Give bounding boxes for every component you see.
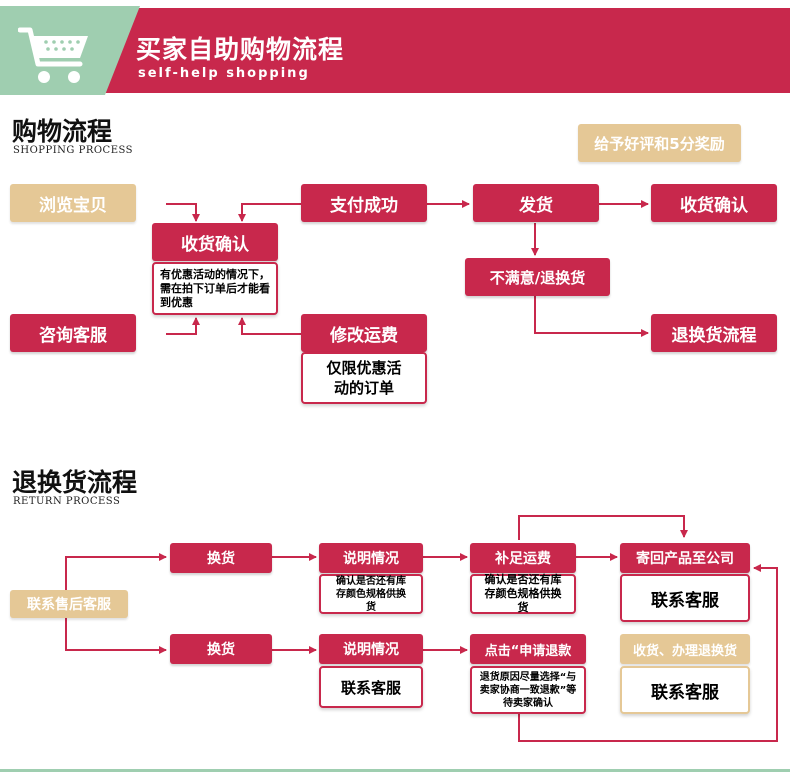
- apply-refund-node: 点击“申请退款: [470, 634, 586, 664]
- send-back-node: 寄回产品至公司: [620, 543, 750, 573]
- consult-node: 咨询客服: [10, 314, 136, 352]
- aftersales-node: 联系售后客服: [10, 590, 128, 618]
- pay-shipping-node: 补足运费: [470, 543, 576, 573]
- footer-strip: [0, 769, 790, 772]
- exchange-node-2: 换货: [170, 634, 272, 664]
- returns-heading-en: RETURN PROCESS: [13, 496, 121, 507]
- shopping-heading: 购物流程: [12, 117, 113, 146]
- refund-note: 退货原因尽量选择“与卖家协商一致退款”等待卖家确认: [470, 666, 586, 714]
- explain-node-2: 说明情况: [319, 634, 423, 664]
- arrow-unsatisfied-to-return: [534, 296, 649, 337]
- shopping-cart-icon: [18, 27, 88, 83]
- reward-badge: 给予好评和5分奖励: [578, 124, 741, 162]
- receive-confirm-node: 收货确认: [651, 184, 777, 222]
- arrow-pay-to-confirm: [238, 203, 301, 222]
- pay-shipping-note: 确认是否还有库存颜色规格供换货: [470, 573, 576, 614]
- arrow-modify-to-note: [238, 317, 301, 335]
- arrow-refund-loop: [518, 564, 778, 742]
- unsatisfied-node: 不满意/退换货: [465, 258, 610, 296]
- shopping-heading-en: SHOPPING PROCESS: [13, 145, 134, 156]
- contact-service-node-2: 联系客服: [319, 666, 423, 708]
- page-subtitle: self-help shopping: [138, 66, 310, 81]
- contact-service-node-1: 联系客服: [620, 574, 750, 622]
- modify-shipping-note: 仅限优惠活动的订单: [301, 352, 427, 404]
- arrow-aftersales-to-exchange2: [65, 618, 167, 654]
- receive-handle-node: 收货、办理退换货: [620, 634, 750, 664]
- browse-node: 浏览宝贝: [10, 184, 136, 222]
- return-process-node: 退换货流程: [651, 314, 777, 352]
- arrow-payship-loop: [518, 515, 688, 540]
- page-title: 买家自助购物流程: [136, 35, 345, 64]
- pay-success-node: 支付成功: [301, 184, 427, 222]
- explain-node-1: 说明情况: [319, 543, 423, 573]
- discount-note: 有优惠活动的情况下，需在拍下订单后才能看到优惠: [152, 262, 278, 315]
- order-confirm-node: 收货确认: [152, 223, 278, 261]
- arrow-aftersales-to-exchange1: [65, 553, 167, 590]
- ship-node: 发货: [473, 184, 599, 222]
- arrow-browse-to-confirm: [166, 203, 200, 222]
- returns-heading: 退换货流程: [12, 468, 138, 497]
- explain-note-1: 确认是否还有库存颜色规格供换货: [319, 574, 423, 614]
- modify-shipping-node: 修改运费: [301, 314, 427, 352]
- contact-service-node-3: 联系客服: [620, 666, 750, 714]
- exchange-node-1: 换货: [170, 543, 272, 573]
- arrow-consult-to-note: [166, 317, 200, 335]
